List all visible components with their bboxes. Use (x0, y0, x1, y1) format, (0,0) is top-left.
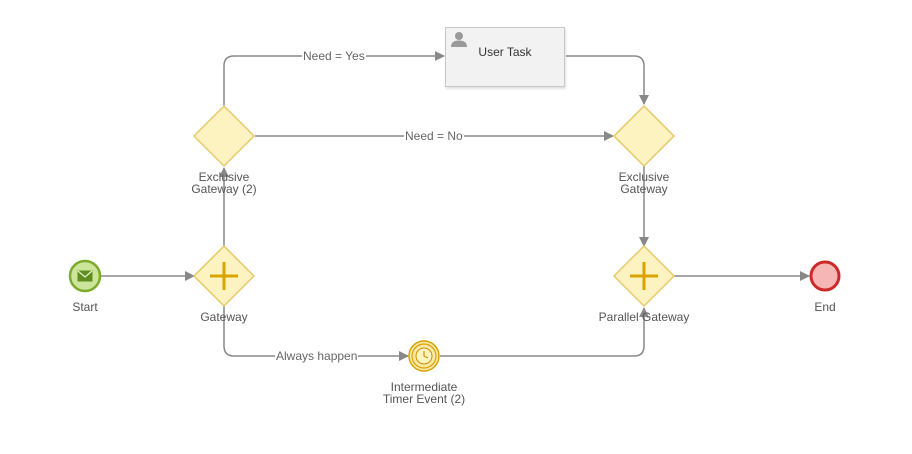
user-icon (451, 32, 467, 47)
exclusive-gateway-label: Exclusive Gateway (594, 171, 694, 195)
gateway-parallel[interactable] (192, 244, 256, 308)
user-task[interactable]: User Task (445, 27, 565, 87)
end-event[interactable] (809, 260, 841, 292)
start-label: Start (72, 300, 98, 314)
timer-event-label-line1: Intermediate (390, 380, 458, 394)
parallel-gateway-label: Parallel Gateway (598, 310, 690, 324)
user-task-label: User Task (478, 45, 532, 59)
edge-label-need-yes: Need = Yes (302, 49, 366, 63)
start-event[interactable] (68, 259, 102, 293)
timer-event-label: Intermediate Timer Event (2) (364, 381, 484, 405)
flow-user-task-to-exclusive-gateway[interactable] (566, 55, 649, 105)
clock-icon (415, 347, 433, 365)
intermediate-timer-event[interactable] (408, 340, 440, 372)
parallel-gateway[interactable] (612, 244, 676, 308)
timer-event-label-line2: Timer Event (2) (382, 392, 466, 406)
exclusive-gateway-2[interactable] (192, 104, 256, 168)
exclusive-gateway-2-label-line1: Exclusive (198, 170, 250, 184)
exclusive-gateway-label-line2: Gateway (620, 182, 668, 196)
flow-always-happen[interactable] (223, 306, 409, 361)
end-label: End (814, 300, 836, 314)
plus-icon (630, 262, 658, 290)
gateway-label: Gateway (200, 310, 248, 324)
exclusive-gateway[interactable] (612, 104, 676, 168)
envelope-icon (77, 270, 93, 282)
edge-label-need-no: Need = No (404, 129, 464, 143)
flow-need-yes[interactable] (223, 51, 445, 106)
edge-label-always-happen: Always happen (275, 349, 359, 363)
exclusive-gateway-label-line1: Exclusive (618, 170, 670, 184)
exclusive-gateway-2-label: Exclusive Gateway (2) (174, 171, 274, 195)
flow-timer-to-parallel-gateway[interactable] (440, 307, 649, 357)
plus-icon (210, 262, 238, 290)
exclusive-gateway-2-label-line2: Gateway (2) (191, 182, 257, 196)
